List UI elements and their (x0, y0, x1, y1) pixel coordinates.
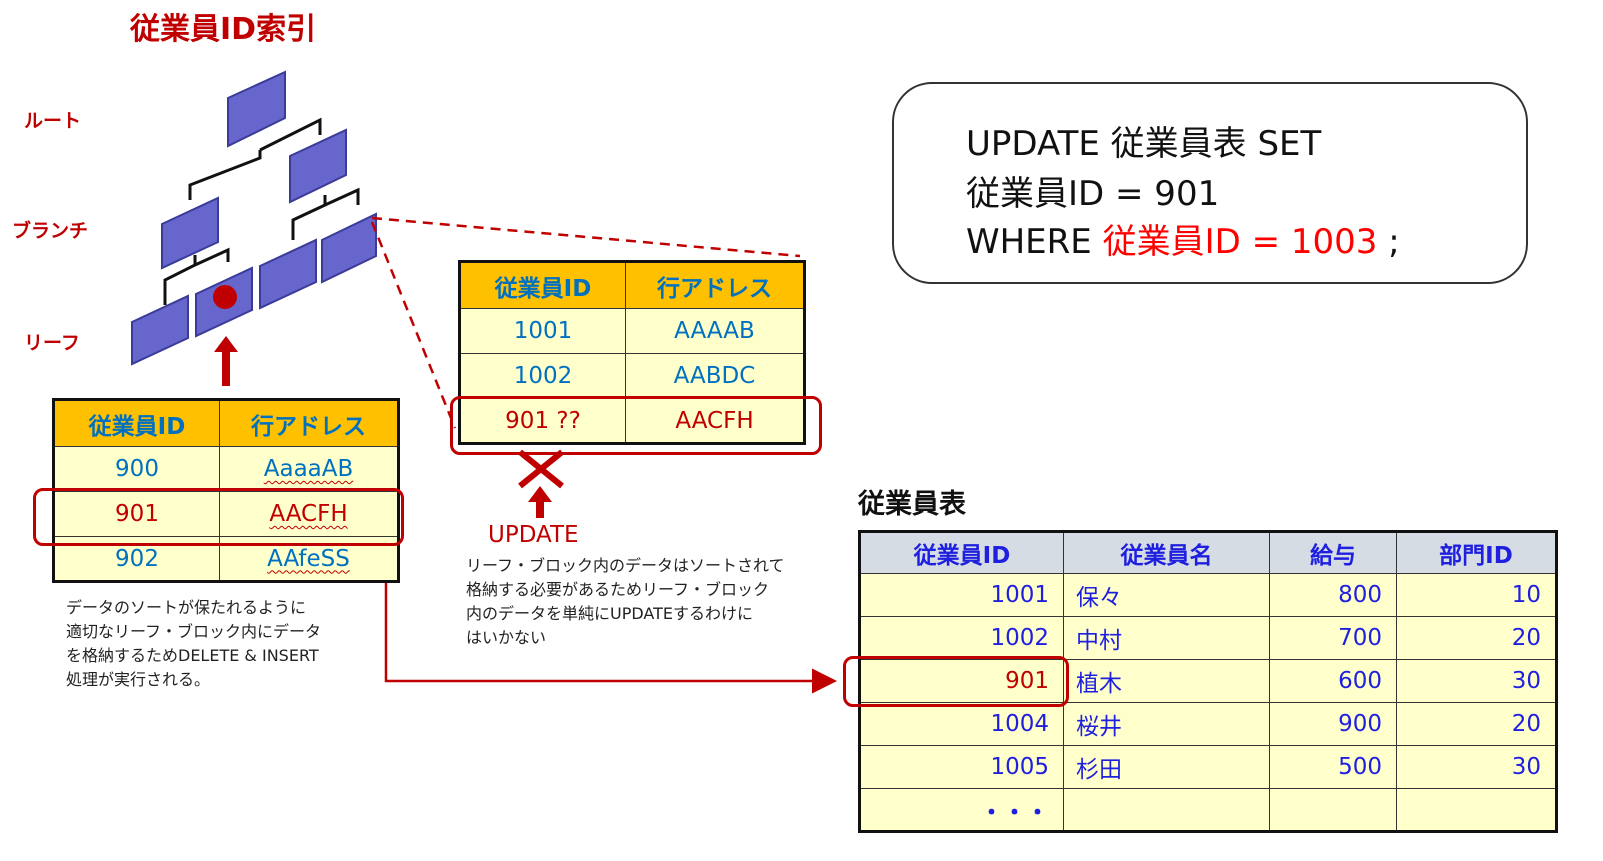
leaf-block-1 (131, 294, 189, 366)
header-emp-id: 従業員ID (53, 399, 220, 447)
highlight-leaf-901 (33, 488, 404, 546)
emp-table-title: 従業員表 (858, 489, 966, 520)
highlight-901-unknown (450, 396, 822, 455)
highlight-emp-901 (843, 656, 1069, 707)
cell-id: 901 (53, 491, 220, 537)
cross-icon (518, 449, 564, 489)
cell-address: AACFH (269, 501, 348, 527)
sql-line-2: 従業員ID = 901 (966, 174, 1220, 214)
sql-line-1: UPDATE 従業員表 SET (966, 124, 1322, 164)
cell-id: 900 (53, 446, 220, 492)
leaf-block-3 (259, 238, 317, 310)
cell-address: AAfeSS (267, 545, 350, 572)
sql-statement-box: UPDATE 従業員表 SET 従業員ID = 901 WHERE 従業員ID … (892, 82, 1528, 284)
root-block (227, 70, 286, 148)
arrow-up-leaf (214, 336, 238, 386)
level-label-root: ルート (24, 110, 82, 132)
header-row-address: 行アドレス (219, 399, 399, 447)
leaf-note: データのソートが保たれるように適切なリーフ・ブロック内にデータを格納するためDE… (66, 598, 322, 689)
leaf-block-4 (321, 212, 377, 284)
update-note: リーフ・ブロック内のデータはソートされて格納する必要があるためリーフ・ブロック内… (466, 556, 785, 647)
tree-connectors (163, 117, 360, 305)
branch-block-left (161, 196, 219, 270)
update-label: UPDATE (488, 522, 579, 548)
index-title: 従業員ID索引 (130, 12, 317, 47)
sql-line-3: WHERE 従業員ID = 1003 ; (966, 222, 1400, 262)
dashed-callout-lines (370, 216, 801, 429)
level-label-leaf: リーフ (24, 332, 80, 354)
sql-where-condition: 従業員ID = 1003 (1102, 222, 1378, 262)
tree-blocks (131, 70, 377, 366)
level-label-branch: ブランチ (12, 220, 89, 242)
cell-address: AaaaAB (263, 456, 354, 482)
arrow-up-update (528, 486, 552, 518)
header-row-address: 行アドレス (625, 261, 805, 309)
target-leaf-dot (213, 285, 237, 309)
branch-block-right (289, 128, 347, 204)
header-emp-id: 従業員ID (459, 261, 626, 309)
